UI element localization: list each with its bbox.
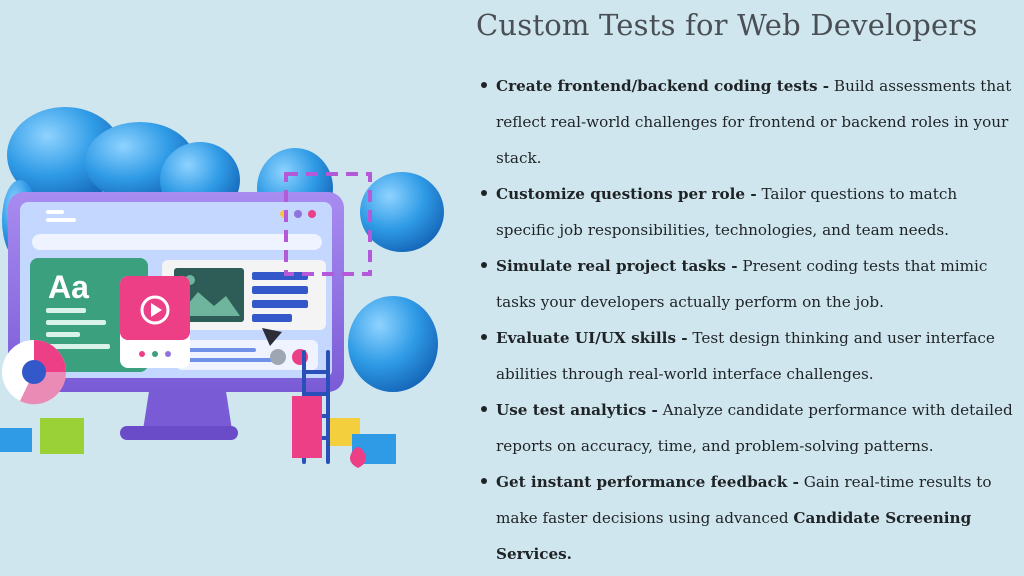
font-sample: Aa [48,269,89,305]
decor-cubes [0,396,396,468]
item-text: Test design thinking and user interface … [496,329,995,383]
list-item: Evaluate UI/UX skills - Test design thin… [481,320,1016,392]
list-item: Use test analytics - Analyze candidate p… [481,392,1016,464]
item-text: Build assessments that reflect real-worl… [496,77,1012,167]
item-lead: Evaluate UI/UX skills - [496,329,688,347]
candidate-screening-link[interactable]: Candidate Screening Services. [496,509,972,563]
item-text: Present coding tests that mimic tasks yo… [496,257,988,311]
item-text: Analyze candidate performance with detai… [496,401,1013,455]
video-card [120,276,190,368]
feature-list: Create frontend/backend coding tests - B… [481,68,1016,572]
item-lead: Simulate real project tasks - [496,257,738,275]
page-title: Custom Tests for Web Developers [476,8,978,42]
item-text: Tailor questions to match specific job r… [496,185,958,239]
item-lead: Customize questions per role - [496,185,757,203]
list-item: Get instant performance feedback - Gain … [481,464,1016,572]
item-lead: Get instant performance feedback - [496,473,799,491]
web-developer-illustration: Aa [0,107,444,468]
list-item: Customize questions per role - Tailor qu… [481,176,1016,248]
item-lead: Use test analytics - [496,401,658,419]
monitor-stand [120,385,238,440]
list-item: Simulate real project tasks - Present co… [481,248,1016,320]
item-lead: Create frontend/backend coding tests - [496,77,830,95]
content-panel: Custom Tests for Web Developers Create f… [476,0,1016,576]
dashed-selection-box [284,172,372,276]
item-text: Gain real-time results to make faster de… [496,473,992,527]
donut-chart-decoration [2,340,67,405]
list-item: Create frontend/backend coding tests - B… [481,68,1016,176]
